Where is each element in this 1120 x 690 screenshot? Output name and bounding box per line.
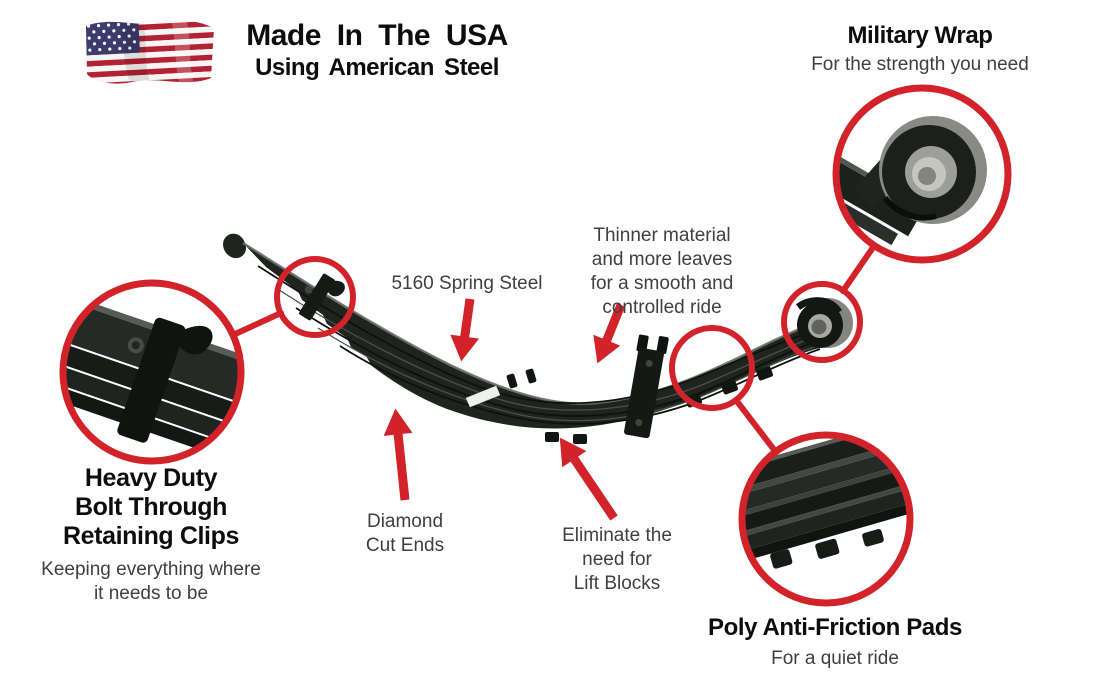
lift-blocks-line3: Lift Blocks xyxy=(573,573,661,595)
retaining-clips-title-line1: Heavy Duty xyxy=(84,464,218,492)
diamond-cut-arrow xyxy=(383,408,413,501)
diamond-cut-line1: Diamond xyxy=(366,511,444,532)
retaining-clips-title-line3: Retaining Clips xyxy=(63,522,239,550)
military-wrap-callout: Military Wrap For the strength you need xyxy=(770,22,1070,77)
retaining-clip-magnifier xyxy=(59,279,245,465)
retaining-clips-title-line2: Bolt Through xyxy=(74,493,228,521)
military-wrap-magnifier xyxy=(832,84,1012,264)
spring-eye xyxy=(795,297,853,348)
lift-blocks-line2: need for xyxy=(582,549,652,571)
magnifier-connector-lines xyxy=(230,243,877,454)
poly-pads-title: Poly Anti-Friction Pads xyxy=(708,614,962,641)
poly-pads-callout: Poly Anti-Friction Pads For a quiet ride xyxy=(670,614,1000,671)
thinner-material-label: Thinner material and more leaves for a s… xyxy=(562,224,762,321)
thinner-material-line2: and more leaves xyxy=(591,249,733,271)
retaining-clip-target-ring xyxy=(274,256,356,338)
brand-subtitle: Using American Steel xyxy=(255,53,499,81)
poly-pads-subtitle: For a quiet ride xyxy=(771,647,899,669)
military-wrap-target-ring xyxy=(781,281,863,363)
retaining-clips-callout: Heavy Duty Bolt Through Retaining Clips … xyxy=(15,464,287,606)
thinner-material-line4: controlled ride xyxy=(602,297,722,319)
poly-pads-target-ring xyxy=(669,325,755,411)
leaf-spring-illustration xyxy=(223,233,853,444)
thinner-material-arrow xyxy=(593,303,626,364)
lift-blocks-arrow xyxy=(559,437,618,521)
brand-title: Made In The USA xyxy=(246,19,508,52)
thinner-material-line1: Thinner material xyxy=(593,225,731,246)
poly-pads-magnifier xyxy=(738,431,914,607)
retaining-clip xyxy=(299,273,345,321)
lift-blocks-label: Eliminate the need for Lift Blocks xyxy=(533,524,701,596)
military-wrap-subtitle: For the strength you need xyxy=(811,53,1029,75)
retaining-clips-subtitle-line2: it needs to be xyxy=(93,583,209,605)
brand-block: Made In The USA Using American Steel xyxy=(212,20,542,82)
retaining-clips-subtitle-line1: Keeping everything where xyxy=(41,559,261,580)
thinner-material-line3: for a smooth and xyxy=(590,273,734,295)
diamond-cut-line2: Cut Ends xyxy=(365,535,445,557)
us-flag-icon xyxy=(86,20,214,84)
spring-steel-arrow xyxy=(450,298,480,362)
spring-steel-label: 5160 Spring Steel xyxy=(391,273,543,294)
military-wrap-title: Military Wrap xyxy=(847,22,993,49)
center-clamp xyxy=(624,334,669,439)
lift-blocks-line1: Eliminate the xyxy=(562,525,672,546)
diamond-cut-label: Diamond Cut Ends xyxy=(330,510,480,558)
